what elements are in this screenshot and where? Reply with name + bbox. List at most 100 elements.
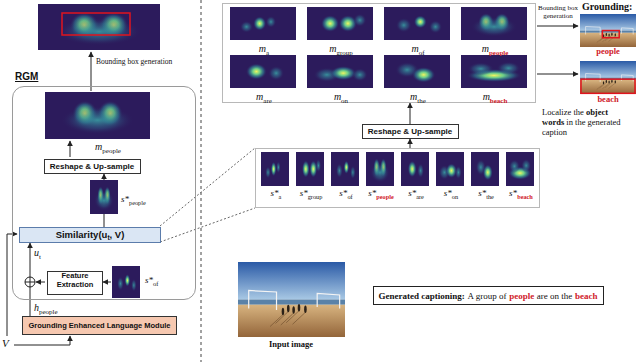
symbol: s* <box>368 188 376 198</box>
heat-blob <box>412 67 436 83</box>
heatmap-ground <box>401 152 429 186</box>
goal-post <box>317 294 339 309</box>
zoom-line <box>160 148 255 226</box>
goal-post <box>621 75 633 82</box>
symbol: m <box>482 43 489 54</box>
heatmap <box>331 152 359 186</box>
map-label: s*group <box>294 189 328 201</box>
map-label: mbeach <box>460 91 530 106</box>
annotation: s*people <box>121 194 146 206</box>
heat-blob <box>336 163 343 178</box>
symbol: m <box>411 43 418 54</box>
symbol: s* <box>509 188 517 198</box>
connector <box>410 103 411 124</box>
heat-blob <box>61 106 135 134</box>
flow-arrow <box>537 74 578 75</box>
heatmap <box>45 92 150 139</box>
symbol: m <box>329 43 336 54</box>
box-text: A group of <box>467 291 506 301</box>
map-label: s*are <box>399 189 433 201</box>
label-text: Bounding box generation <box>96 57 172 66</box>
person-figure <box>304 306 307 314</box>
heat-blob <box>497 62 521 75</box>
sand <box>238 305 345 337</box>
process-box: Reshape & Up-sample <box>44 159 141 174</box>
heatmap-ground <box>384 7 450 40</box>
label-text: of <box>153 280 158 287</box>
flow-arrow <box>103 282 111 283</box>
label-text: t <box>39 253 41 261</box>
box-content: Reshape & Up-sample <box>368 127 452 136</box>
sand <box>580 33 636 47</box>
subscript: a <box>279 193 282 200</box>
map-label: s*on <box>434 189 468 201</box>
label-text: Grounding: <box>582 1 632 12</box>
label-text: people <box>102 147 121 155</box>
connector <box>410 139 411 148</box>
heatmap-ground <box>261 152 289 186</box>
map-label: mof <box>383 43 453 58</box>
box-content: Generated captioning:A group ofpeopleare… <box>379 291 598 301</box>
subscript: of <box>419 49 425 57</box>
box-text: Grounding Enhanced Language Module <box>28 321 170 330</box>
similarity-box: Similarity(ut, V) <box>19 227 161 243</box>
heat-blob <box>414 15 427 28</box>
map-label: mon <box>306 91 376 106</box>
label-text: people <box>39 308 58 316</box>
heatmap <box>471 152 499 186</box>
heatmap <box>112 266 140 298</box>
annotation: Grounding: <box>582 1 632 13</box>
box-text: are on the <box>537 291 572 301</box>
heatmap-ground <box>506 152 534 186</box>
box-content: Reshape & Up-sample <box>50 162 134 171</box>
label-text: V <box>2 337 9 349</box>
bounding-box <box>62 13 130 35</box>
label-text: people <box>129 199 146 206</box>
subscript: are <box>416 193 424 200</box>
heat-blob <box>455 166 462 180</box>
flow-arrow <box>537 26 578 27</box>
photo <box>238 262 345 337</box>
annotation: ut <box>34 247 41 261</box>
label-text: people <box>596 46 620 56</box>
heat-blob <box>370 162 390 182</box>
box-content: Similarity(ut, V) <box>56 229 125 242</box>
box-content: Feature Extraction <box>48 272 102 289</box>
heat-blob <box>350 166 356 180</box>
shadow <box>286 311 299 323</box>
symbol: m <box>256 91 263 102</box>
heatmap-ground <box>307 55 373 88</box>
person-figure <box>606 33 607 36</box>
heat-blob <box>56 18 141 46</box>
shadow <box>609 83 616 88</box>
person-figure <box>608 80 609 83</box>
heatmap <box>230 55 296 88</box>
caption-box: Generated captioning:A group ofpeopleare… <box>373 286 604 305</box>
process-box: Feature Extraction <box>47 271 103 295</box>
map-label: s*beach <box>504 189 538 201</box>
bounding-box <box>581 79 635 93</box>
annotation: V <box>2 337 9 350</box>
heat-blob <box>316 159 322 173</box>
heat-blob <box>321 15 339 32</box>
heat-blob <box>276 161 280 173</box>
heatmap-ground <box>38 4 160 50</box>
heat-blob <box>268 66 284 81</box>
heatmap <box>261 152 289 186</box>
sea <box>238 300 345 305</box>
label-text: s* <box>121 194 129 204</box>
annotation: beach <box>597 95 618 105</box>
heat-blob <box>271 162 277 177</box>
subscript: group <box>308 193 323 200</box>
subscript: beach <box>517 193 533 200</box>
person-figure <box>611 79 612 82</box>
sand <box>580 80 636 94</box>
subscript: people <box>376 193 394 200</box>
symbol: s* <box>478 188 486 198</box>
subscript: of <box>347 193 352 200</box>
annotation: s*of <box>145 275 158 287</box>
label-text: Localize the <box>542 107 584 117</box>
box-text: beach <box>575 291 598 301</box>
heatmap <box>461 7 527 40</box>
